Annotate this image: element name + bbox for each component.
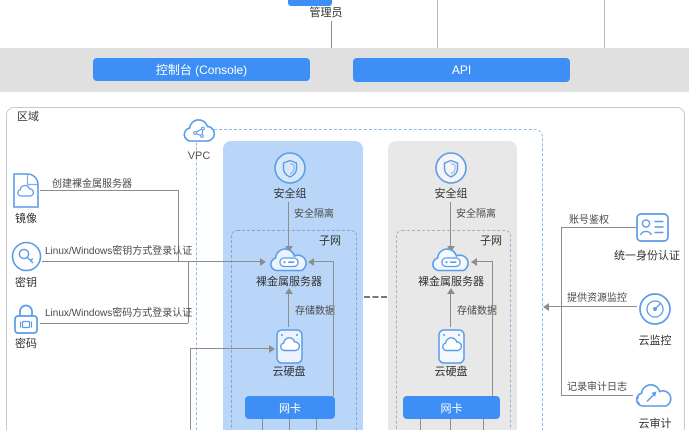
vpc-label: VPC <box>187 150 211 162</box>
region-label: 区域 <box>17 111 39 123</box>
admin-connector <box>331 21 332 48</box>
right-trunk-line <box>561 227 562 396</box>
subnet-panel-blue <box>223 141 363 430</box>
id-card-icon <box>636 213 669 242</box>
nic-feed-line <box>289 419 290 430</box>
subnet-link-dash <box>364 296 387 298</box>
store-arrow <box>285 288 293 294</box>
console-button[interactable]: 控制台 (Console) <box>93 58 310 81</box>
nic-feed-line <box>450 419 451 430</box>
nic-feed-line <box>262 419 263 430</box>
monitor-label: 云监控 <box>638 335 672 347</box>
nic-feed-line <box>420 419 421 430</box>
admin-label: 管理员 <box>309 7 343 19</box>
iam-line-label: 账号鉴权 <box>569 215 609 226</box>
nic-button-gray[interactable]: 网卡 <box>403 396 500 419</box>
gauge-circle-icon <box>638 292 672 326</box>
key-icon <box>11 241 42 272</box>
bms-label: 裸金属服务器 <box>418 276 484 288</box>
security-group-label: 安全组 <box>434 188 468 200</box>
shield-circle-icon <box>273 151 307 185</box>
admin-person-icon <box>288 0 332 6</box>
nic-feed-line <box>483 419 484 430</box>
disk-feed-arrow <box>269 345 275 353</box>
vpc-box <box>196 129 543 430</box>
key-auth-arrow <box>260 258 266 266</box>
nic-server-vline <box>492 261 493 396</box>
audit-label: 云审计 <box>638 418 672 430</box>
audit-line <box>561 395 633 396</box>
store-line <box>450 294 451 327</box>
nic-button-blue[interactable]: 网卡 <box>245 396 335 419</box>
nic-feed-line <box>316 419 317 430</box>
shield-circle-icon <box>434 151 468 185</box>
create-bms-line-v <box>178 190 179 261</box>
region-box <box>6 107 685 430</box>
isolation-line <box>450 202 451 246</box>
cloud-audit-icon <box>633 380 672 413</box>
cloud-network-icon <box>179 115 219 149</box>
isolation-label: 安全隔离 <box>456 209 496 220</box>
evs-label: 云硬盘 <box>272 366 306 378</box>
pwd-auth-label: Linux/Windows密码方式登录认证 <box>45 308 193 319</box>
pwd-auth-line-v <box>188 261 189 323</box>
cloud-server-icon <box>267 245 311 274</box>
disk-cloud-icon <box>276 329 303 364</box>
subnet-box-blue <box>231 230 357 430</box>
api-button[interactable]: API <box>353 58 570 82</box>
key-auth-line <box>42 261 260 262</box>
isolation-line <box>288 202 289 246</box>
pwd-auth-line <box>40 323 188 324</box>
iam-line <box>561 227 637 228</box>
server-right-arrow <box>471 258 477 266</box>
image-file-icon <box>12 172 40 209</box>
disk-cloud-icon <box>438 329 465 364</box>
subnet-label: 子网 <box>480 235 502 247</box>
monitor-line <box>549 306 637 307</box>
key-auth-label: Linux/Windows密钥方式登录认证 <box>45 246 193 257</box>
audit-line-label: 记录审计日志 <box>567 382 627 393</box>
store-line <box>288 294 289 327</box>
isolation-label: 安全隔离 <box>294 209 334 220</box>
nic-server-hline <box>477 261 492 262</box>
create-bms-line <box>40 190 178 191</box>
security-group-label: 安全组 <box>273 188 307 200</box>
image-label: 镜像 <box>15 213 37 225</box>
store-arrow <box>447 288 455 294</box>
store-label: 存储数据 <box>457 306 497 317</box>
create-bms-label: 创建裸金属服务器 <box>52 179 132 190</box>
keypair-label: 密钥 <box>15 277 37 289</box>
disk-feed-line-v <box>190 348 191 430</box>
top-connector-3 <box>604 0 605 48</box>
subnet-label: 子网 <box>319 235 341 247</box>
bms-label: 裸金属服务器 <box>256 276 322 288</box>
nic-server-hline <box>314 261 333 262</box>
iam-label: 统一身份认证 <box>614 250 680 262</box>
cloud-server-icon <box>429 245 473 274</box>
subnet-box-gray <box>396 230 511 430</box>
server-right-arrow <box>308 258 314 266</box>
monitor-line-label: 提供资源监控 <box>567 293 627 304</box>
top-connector-2 <box>437 0 438 48</box>
nic-server-vline <box>333 261 334 396</box>
store-label: 存储数据 <box>295 306 335 317</box>
subnet-panel-gray <box>388 141 517 430</box>
disk-feed-line-h <box>190 348 269 349</box>
password-label: 密码 <box>15 338 37 350</box>
monitor-arrow <box>543 303 549 311</box>
evs-label: 云硬盘 <box>434 366 468 378</box>
lock-icon <box>13 302 39 335</box>
